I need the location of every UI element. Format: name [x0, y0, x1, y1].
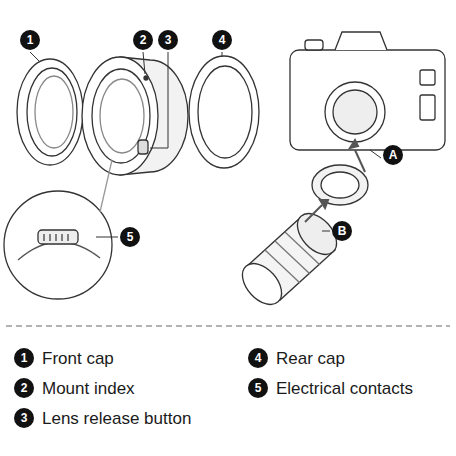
callout-circle: 3 [14, 408, 34, 428]
callout-circle: 5 [120, 227, 140, 247]
part-name: Electrical contacts [276, 380, 413, 397]
callout-circle: 1 [14, 348, 34, 368]
callout-number: 1 [21, 352, 28, 364]
callout-circle: 4 [248, 348, 268, 368]
callout-circle: 5 [248, 378, 268, 398]
callout-number: 2 [140, 34, 147, 46]
callout-number: B [338, 225, 347, 237]
part-name: Front cap [42, 350, 114, 367]
callout-number: 1 [27, 34, 34, 46]
callout-number: 3 [165, 34, 172, 46]
callout-number: 5 [255, 382, 262, 394]
callout-circle: 4 [212, 30, 232, 50]
callout-circle: B [332, 221, 352, 241]
callout-number: 2 [21, 382, 28, 394]
callout-number: 3 [21, 412, 28, 424]
callout-number: 4 [219, 34, 226, 46]
callout-circle: 3 [158, 30, 178, 50]
callout-number: A [389, 149, 398, 161]
part-name: Rear cap [276, 350, 345, 367]
part-name: Mount index [42, 380, 135, 397]
callout-circle: A [383, 145, 403, 165]
callout-circle: 2 [133, 30, 153, 50]
callout-number: 5 [127, 231, 134, 243]
callout-circle: 2 [14, 378, 34, 398]
callout-number: 4 [255, 352, 262, 364]
part-name: Lens release button [42, 410, 191, 427]
callout-circle: 1 [20, 30, 40, 50]
